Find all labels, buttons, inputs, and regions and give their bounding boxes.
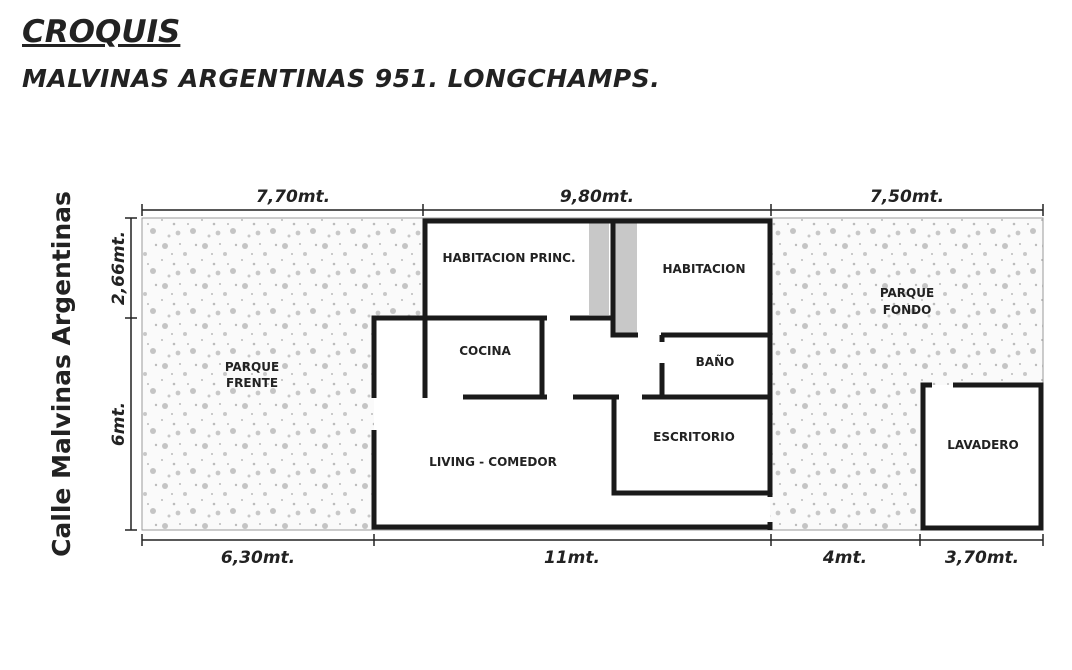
column-right (615, 223, 637, 333)
walls (371, 218, 1044, 531)
parque-fondo-line2: FONDO (883, 303, 932, 317)
dim-top-back: 7,50mt. (870, 187, 944, 207)
room-living-comedor: LIVING - COMEDOR (429, 455, 557, 469)
lavadero-floor (923, 385, 1041, 528)
dim-top-house: 9,80mt. (560, 187, 634, 207)
room-bano: BAÑO (696, 354, 735, 369)
dim-left-bottom: 6mt. (109, 402, 129, 446)
parque-fondo-line1: PARQUE (880, 286, 934, 300)
column-left (589, 223, 609, 315)
room-lavadero: LAVADERO (947, 438, 1018, 452)
dim-bottom-house: 11mt. (544, 548, 600, 568)
dimension-lines (125, 204, 1044, 546)
page-title: CROQUIS (22, 14, 181, 50)
house-floor (374, 221, 770, 527)
dim-top-front: 7,70mt. (256, 187, 330, 207)
dim-bottom-front: 6,30mt. (221, 548, 295, 568)
dim-bottom-back: 4mt. (822, 548, 867, 568)
dim-bottom-lavadero: 3,70mt. (945, 548, 1019, 568)
parque-frente-line1: PARQUE (225, 360, 279, 374)
dim-left-top: 2,66mt. (109, 231, 129, 305)
street-name: Calle Malvinas Argentinas (47, 191, 76, 557)
room-cocina: COCINA (459, 344, 511, 358)
room-habitacion-princ: HABITACION PRINC. (442, 251, 575, 265)
room-habitacion: HABITACION (663, 262, 746, 276)
address-subtitle: MALVINAS ARGENTINAS 951. LONGCHAMPS. (22, 64, 661, 93)
room-escritorio: ESCRITORIO (653, 430, 735, 444)
parque-frente-line2: FRENTE (226, 376, 278, 390)
